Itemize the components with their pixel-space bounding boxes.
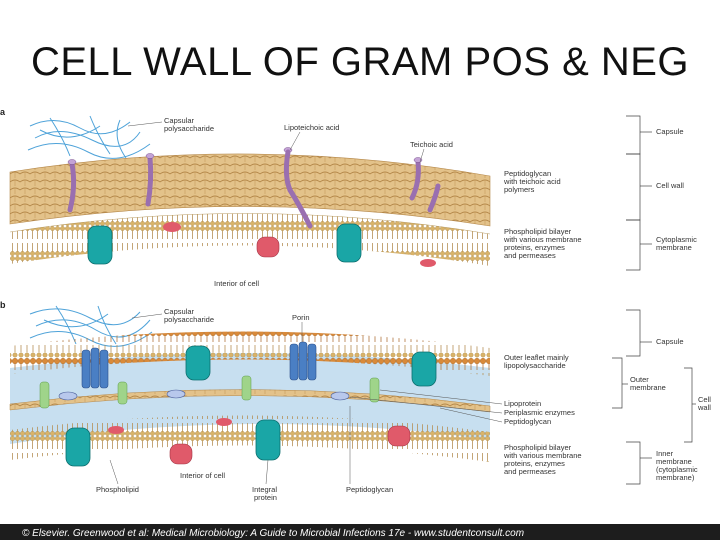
label-a-teichoic: Teichoic acid	[410, 140, 453, 149]
panel-a-lipoteichoic-stem	[283, 149, 293, 193]
panel-b-integral-protein	[65, 427, 91, 467]
label-b-interior: Interior of cell	[180, 471, 225, 480]
leader-a-lipoteichoic	[289, 131, 301, 151]
leader-b-lipoprotein	[379, 389, 503, 405]
panel-b-protein-pink	[387, 425, 411, 447]
panel-b-lipoprotein	[369, 377, 380, 403]
leader-b-peptidoglycan	[439, 407, 503, 423]
panel-a-capsular-polysaccharide	[27, 115, 151, 159]
panel-b-tag: b	[0, 300, 6, 310]
leader-a-capsular	[127, 121, 163, 127]
panel-b-protein-teal	[185, 345, 211, 381]
panel-b-lipoprotein	[117, 381, 128, 405]
panel-b-periplasmic-enzyme	[330, 391, 350, 401]
panel-a-protein-pink	[420, 259, 436, 267]
leader-a-teichoic	[419, 148, 425, 163]
label-a-interior: Interior of cell	[214, 279, 259, 288]
label-a-lipoteichoic: Lipoteichoic acid	[284, 123, 339, 132]
panel-b-interior	[10, 464, 490, 518]
label-b-peptidoglycan-bottom: Peptidoglycan	[346, 485, 393, 494]
panel-b-porin	[289, 341, 317, 381]
panel-a-protein-teal	[336, 223, 362, 263]
panel-b-protein-pink	[216, 418, 232, 426]
label-b-phospholipid: Phospholipid	[96, 485, 139, 494]
label-b-lipoprotein: Lipoprotein	[504, 399, 541, 408]
panel-a-protein-pink	[163, 222, 181, 232]
panel-b-integral-protein	[255, 419, 281, 461]
bracket-a-cell-wall: Cell wall	[656, 181, 684, 190]
panel-a-teichoic-tip	[67, 159, 77, 165]
panel-b-porin	[81, 347, 109, 389]
panel-b-protein-teal	[411, 351, 437, 387]
panel-a-brackets	[626, 115, 652, 271]
panel-b-protein-pink	[108, 426, 124, 434]
panel-b-brackets	[612, 309, 696, 485]
leader-b-integral	[265, 459, 269, 485]
leader-b-phospholipid	[109, 459, 119, 485]
panel-b-lipoprotein	[241, 375, 252, 401]
panel-a-protein-teal	[87, 225, 113, 265]
slide-title: CELL WALL OF GRAM POS & NEG	[30, 40, 690, 84]
panel-a-teichoic-tip	[145, 153, 155, 159]
panel-a-protein-pink	[256, 236, 280, 258]
panel-a-bilayer	[10, 213, 490, 266]
label-b-periplasmic: Periplasmic enzymes	[504, 408, 575, 417]
leader-b-periplasmic	[349, 396, 503, 414]
panel-a-peptidoglycan	[9, 153, 491, 227]
panel-a-teichoic-acids	[67, 155, 441, 229]
panel-b-periplasmic-enzyme	[166, 389, 186, 399]
label-b-peptidoglycan: Peptidoglycan	[504, 417, 551, 426]
panel-b-inner-membrane	[10, 415, 490, 462]
panel-b-lipoprotein	[39, 381, 50, 409]
panel-a-interior	[10, 268, 490, 290]
leader-b-capsular	[131, 313, 163, 319]
panel-b-protein-pink	[169, 443, 193, 465]
panel-a-bilayer-gap	[9, 213, 491, 235]
credit-bar	[0, 524, 720, 540]
credit-text: © Elsevier. Greenwood et al: Medical Mic…	[22, 528, 524, 539]
bracket-a-capsule: Capsule	[656, 127, 684, 136]
panel-b-periplasmic-enzyme	[58, 391, 78, 401]
label-b-porin: Porin	[292, 313, 310, 322]
panel-a-tag: a	[0, 107, 6, 117]
panel-b-outer-membrane	[10, 331, 490, 376]
bracket-b-capsule: Capsule	[656, 337, 684, 346]
